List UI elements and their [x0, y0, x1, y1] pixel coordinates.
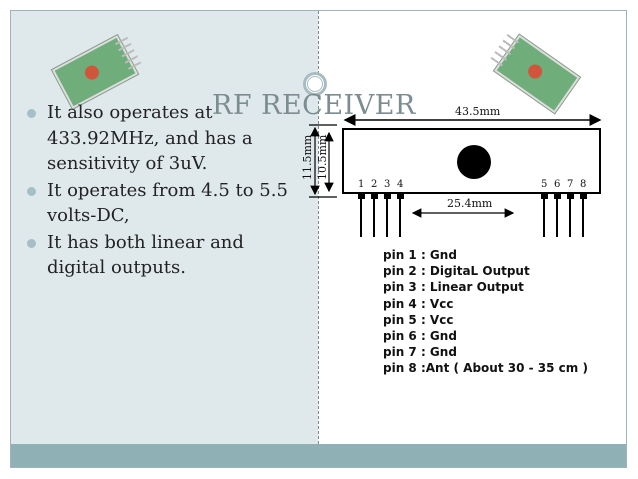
bullet-item: It operates from 4.5 to 5.5 volts-DC,	[24, 178, 294, 229]
component-hole	[457, 145, 491, 179]
pin-pad	[384, 193, 391, 199]
pin-pad	[541, 193, 548, 199]
pin-description: pin 4 : Vcc	[383, 296, 454, 311]
inner-height-label: 10.5mm	[316, 134, 329, 180]
divider-line	[318, 11, 319, 444]
bullet-text: It has both linear and digital outputs.	[47, 231, 244, 279]
pin-number-label: 6	[554, 179, 560, 190]
bullet-icon	[27, 186, 36, 196]
pin-number-label: 7	[567, 179, 573, 190]
pin-number-label: 3	[384, 179, 390, 190]
pin-pad	[358, 193, 365, 199]
pin-description: pin 7 : Gnd	[383, 345, 457, 360]
bullet-icon	[27, 109, 36, 118]
pin-description: pin 1 : Gnd	[383, 248, 457, 262]
module-component-icon	[525, 61, 545, 82]
pin-description-list: pin 1 : Gnd pin 2 : DigitaL Output pin 3…	[383, 247, 588, 377]
pin-description: pin 2 : DigitaL Output	[383, 264, 530, 279]
bullet-icon	[27, 238, 36, 248]
pin-pad	[371, 193, 378, 199]
bullet-item: It has both linear and digital outputs.	[24, 230, 294, 281]
bottom-band	[11, 444, 626, 467]
pin-pad	[580, 193, 587, 199]
pin-pad	[397, 193, 404, 199]
width-label: 43.5mm	[455, 105, 501, 118]
pin-description: pin 8 :Ant ( About 30 - 35 cm )	[383, 361, 588, 376]
pin-pad	[567, 193, 574, 199]
pin-number-label: 5	[541, 179, 547, 190]
pin-number-label: 4	[397, 179, 403, 190]
pitch-label: 25.4mm	[447, 197, 493, 210]
pin-description: pin 6 : Gnd	[383, 329, 457, 344]
pin-number-label: 8	[580, 179, 586, 190]
outer-height-label: 11.5mm	[301, 134, 314, 180]
pin-description: pin 3 : Linear Output	[383, 280, 524, 295]
bullet-list: It also operates at 433.92MHz, and has a…	[24, 100, 294, 282]
bullet-text: It also operates at 433.92MHz, and has a…	[47, 102, 253, 174]
title-ring-inner-icon	[307, 76, 323, 92]
pin-description: pin 5 : Vcc	[383, 312, 454, 327]
pin-pad	[554, 193, 561, 199]
bullet-item: It also operates at 433.92MHz, and has a…	[24, 100, 294, 177]
pin-number-label: 2	[371, 179, 377, 190]
module-component-icon	[82, 63, 102, 82]
bullet-text: It operates from 4.5 to 5.5 volts-DC,	[47, 179, 288, 227]
pin-number-label: 1	[358, 179, 364, 190]
